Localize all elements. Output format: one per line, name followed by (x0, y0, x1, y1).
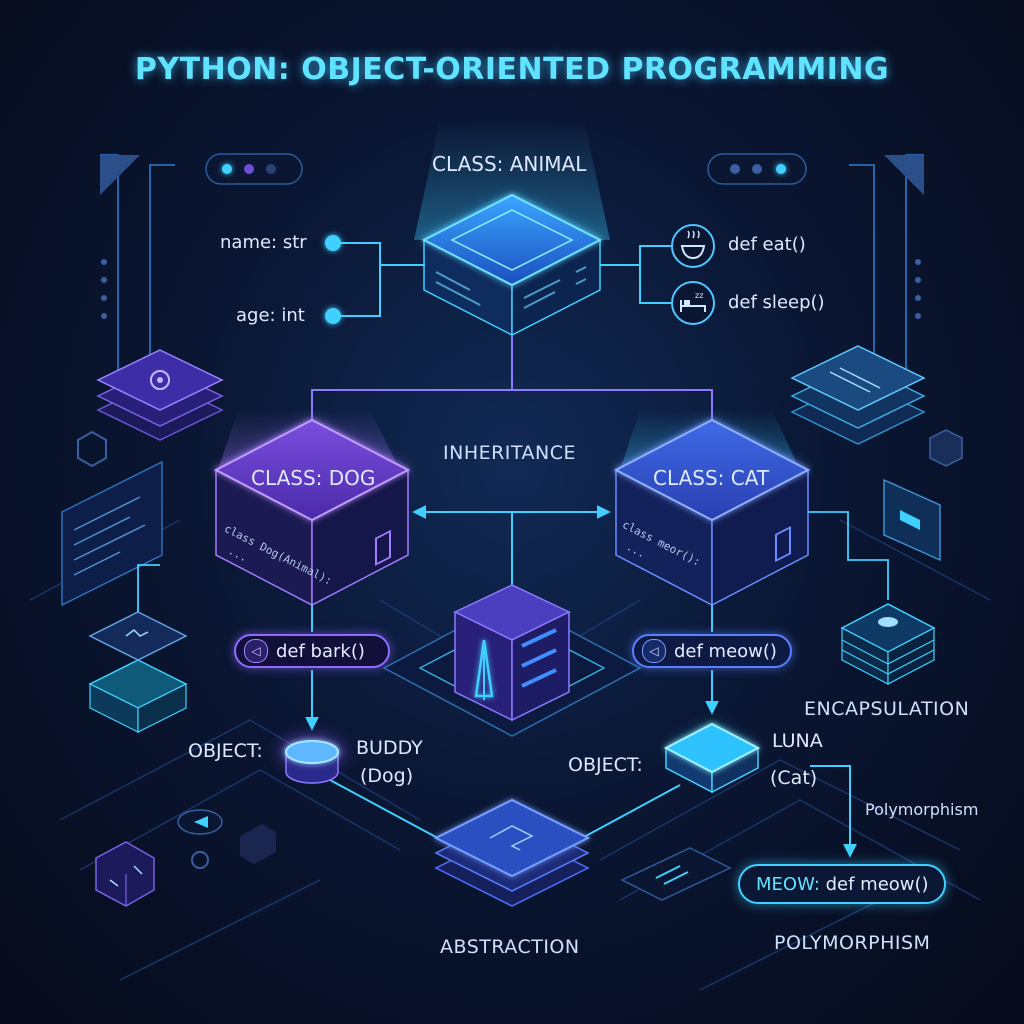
attribute-age: age: int (236, 305, 305, 326)
dog-method-pill[interactable]: ◁ def bark() (234, 634, 390, 668)
bed-icon: zz (671, 281, 715, 325)
class-animal-label: CLASS: ANIMAL (432, 152, 587, 176)
bowl-icon (671, 224, 715, 268)
polymorph-method-pill[interactable]: MEOW: def meow() (738, 864, 946, 904)
hex-icon-left (77, 430, 107, 468)
method-sleep: def sleep() (728, 292, 825, 313)
class-cat-label: CLASS: CAT (653, 466, 770, 490)
hex-icon-right (929, 429, 963, 467)
dog-class-box[interactable] (213, 418, 411, 607)
luna-object-icon[interactable] (663, 722, 761, 794)
left-stack-connector (137, 564, 160, 612)
luna-object-prefix: OBJECT: (568, 754, 643, 776)
corner-triangle-left (100, 155, 140, 195)
cat-method-pill[interactable]: ◁ def meow() (632, 634, 792, 668)
dog-stack-icon (88, 611, 188, 733)
attribute-dot-age (325, 308, 341, 324)
inheritance-label: INHERITANCE (443, 442, 577, 464)
buddy-type: (Dog) (360, 765, 414, 787)
class-dog-label: CLASS: DOG (251, 466, 376, 490)
play-icon (177, 809, 223, 835)
polymorphism-arrow-label: Polymorphism (865, 800, 979, 819)
status-pill-left (205, 153, 303, 185)
cat-method-label: def meow() (674, 640, 777, 662)
page-title: PYTHON: OBJECT-ORIENTED PROGRAMMING (134, 52, 890, 87)
polymorphism-label: POLYMORPHISM (774, 932, 931, 954)
dog-method-label: def bark() (276, 640, 365, 662)
corner-triangle-right (884, 155, 924, 195)
buddy-name: BUDDY (356, 737, 423, 759)
buddy-object-icon[interactable] (280, 736, 344, 784)
side-dots-right (915, 259, 921, 319)
speaker-icon: ◁ (244, 639, 268, 663)
gear-stack-icon (96, 349, 224, 441)
animal-class-box[interactable] (421, 193, 603, 337)
right-stack-connector (808, 511, 889, 600)
block-icon (240, 824, 276, 864)
abstraction-label: ABSTRACTION (440, 936, 580, 958)
code-window-icon (61, 460, 163, 607)
animal-light-beam (414, 120, 610, 240)
status-pill-right (707, 153, 807, 185)
attribute-name: name: str (220, 232, 307, 253)
side-dots-left (101, 259, 107, 319)
bottom-right-panel-icon (620, 847, 732, 901)
document-stack-icon (790, 345, 926, 445)
ring-icon (191, 851, 209, 869)
method-eat: def eat() (728, 234, 806, 255)
polymorph-method-rest: def meow() (819, 873, 929, 895)
inheritance-lines (311, 335, 713, 440)
abstraction-cube[interactable] (453, 584, 571, 722)
encapsulation-stack-icon (840, 603, 936, 685)
encapsulation-label: ENCAPSULATION (804, 698, 970, 720)
abstraction-stack (433, 798, 591, 907)
book-panel-icon (883, 478, 941, 562)
attribute-connectors (335, 242, 672, 317)
speaker-icon: ◁ (642, 639, 666, 663)
attribute-dot-name (325, 235, 341, 251)
bottom-left-cube-icon (95, 841, 155, 907)
polymorph-method-highlight: MEOW: (756, 873, 820, 895)
svg-text:zz: zz (695, 291, 703, 300)
luna-type: (Cat) (770, 767, 818, 789)
buddy-object-prefix: OBJECT: (188, 740, 263, 762)
luna-name: LUNA (772, 730, 823, 752)
